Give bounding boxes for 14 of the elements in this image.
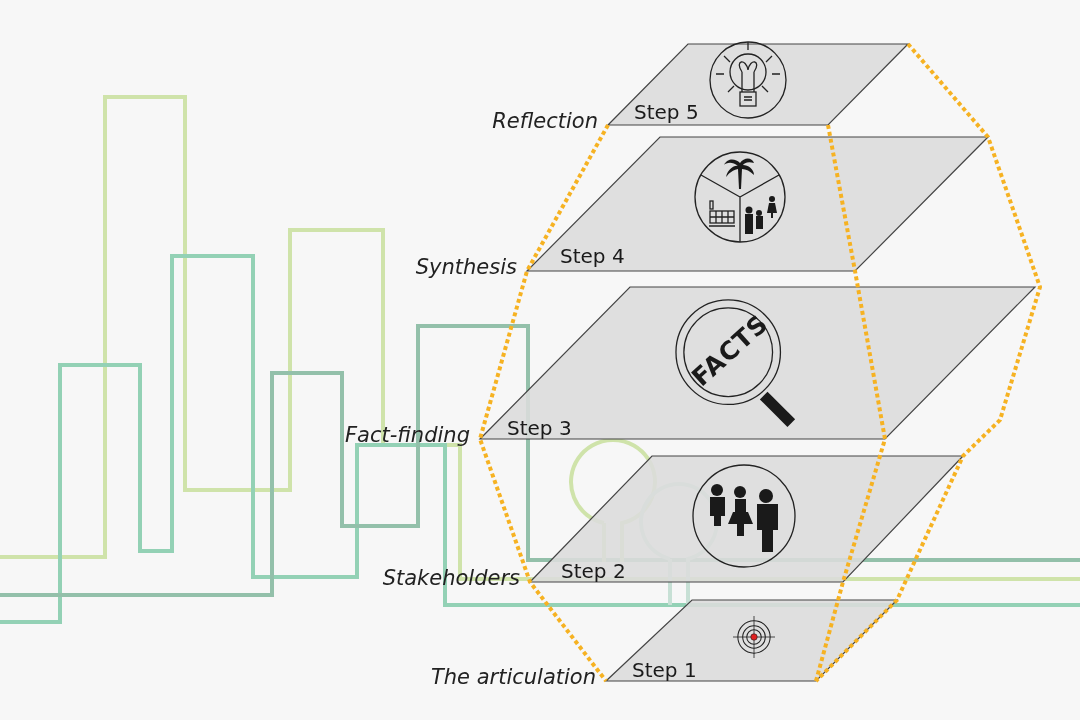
layer-plane — [608, 44, 908, 125]
stage-name: Stakeholders — [382, 568, 520, 589]
stage-name: Reflection — [492, 111, 598, 132]
stage-name: Synthesis — [415, 257, 517, 278]
step-label: Step 5 — [634, 102, 699, 122]
stage-name: The articulation — [430, 667, 596, 688]
step-label: Step 1 — [632, 660, 697, 680]
stage-name: Fact-finding — [345, 425, 470, 446]
layer-plane — [527, 137, 988, 271]
step-label: Step 4 — [560, 246, 625, 266]
layer-plane — [606, 600, 897, 681]
step-label: Step 2 — [561, 561, 626, 581]
layer-plane — [530, 456, 963, 582]
step-label: Step 3 — [507, 418, 572, 438]
